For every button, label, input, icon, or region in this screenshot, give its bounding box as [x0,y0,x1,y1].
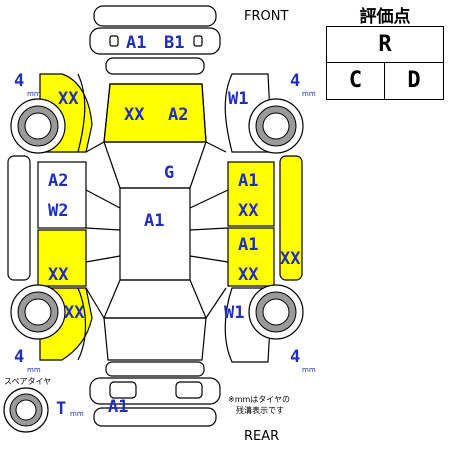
front-plate-outline-right [193,35,203,47]
front-right-wheel-icon [248,98,304,154]
left-side-outline [85,141,105,319]
roof-outline [119,187,191,281]
hood-right-code: A2 [168,105,188,125]
rear-bumper-outline [89,377,221,405]
front-door-right-code-2: XX [238,201,259,221]
front-fender-left-code: XX [58,89,79,109]
roof-mark-code: G [164,163,174,183]
front-door-left-outline [37,161,87,229]
rear-upper-outline [105,361,205,377]
grade-table: R C D [326,26,444,100]
rear-left-depth: 4 [14,347,24,367]
grade-exterior: D [407,68,421,93]
front-label: FRONT [244,9,288,24]
hood-left-code: XX [124,105,145,125]
side-sill-right-code: XX [280,249,301,269]
tire-depth-labels: 4 mm 4 mm 4 mm 4 mm スペアタイヤ T mm ※mmはタイヤの… [4,71,316,419]
front-right-depth: 4 [290,71,300,91]
rear-right-depth: 4 [290,347,300,367]
front-door-left-code-2: W2 [48,201,68,221]
rear-bumper-code: A1 [108,397,128,417]
rear-door-right-highlight [227,227,275,287]
rear-fender-right-code: W1 [224,303,244,323]
spare-tire-icon [3,387,49,433]
windshield-outline [103,141,207,189]
rear-door-left-highlight [37,229,87,287]
front-left-wheel-icon [10,98,66,154]
rear-window-outline [103,279,207,319]
rear-left-unit: mm [27,366,41,374]
front-left-depth: 4 [14,71,24,91]
rear-lamp-left-outline [109,381,137,399]
tire-note-line-2: 残溝表示です [236,405,284,415]
car-outline [7,5,273,427]
front-fender-right-code: W1 [228,89,248,109]
rear-door-right-code-1: A1 [238,235,258,255]
rear-fender-right-outline [224,287,273,363]
front-door-left-code-1: A2 [48,171,68,191]
rear-fender-left-inner [77,287,87,361]
rear-fender-left-code: XX [64,303,85,323]
hood-outline [103,83,207,143]
damage-codes: A1 B1 XX XX A2 W1 A2 W2 G A1 A1 XX A1 XX… [48,33,301,417]
side-sill-right-highlight [279,155,303,281]
rear-lower-outline [93,407,217,427]
tire-note-line-1: ※mmはタイヤの [228,395,290,404]
trunk-outline [103,317,207,361]
front-fender-right-outline [224,73,273,153]
front-grille-outline [89,27,221,55]
right-side-outline [205,141,227,319]
spare-tire-label: スペアタイヤ [4,377,51,386]
side-sill-left-outline [7,155,31,281]
front-bumper-right-code: B1 [164,33,184,53]
rear-lamp-right-outline [175,381,203,399]
hood-highlight [103,83,207,143]
front-lower-outline [105,57,205,75]
grade-overall: R [327,27,443,63]
front-bumper-outline [93,5,217,27]
right-pillar-lines [189,189,229,263]
grade-interior: C [327,63,385,99]
front-right-unit: mm [302,90,316,98]
rear-right-wheel-icon [248,284,304,340]
wheels [3,98,304,433]
front-door-right-highlight [227,161,275,227]
front-plate-outline [109,35,119,47]
rear-right-unit: mm [302,366,316,374]
left-pillar-lines [85,189,121,263]
front-fender-left-outline [77,73,86,153]
rear-label: REAR [244,429,279,444]
rear-door-left-code: XX [48,265,69,285]
rear-door-right-code-2: XX [238,265,259,285]
grade-title: 評価点 [359,7,411,27]
spare-tire-unit: mm [70,410,84,418]
front-bumper-left-code: A1 [126,33,146,53]
roof-code: A1 [144,211,164,231]
front-door-right-code-1: A1 [238,171,258,191]
front-left-unit: mm [27,90,41,98]
spare-tire-depth: T [56,399,66,419]
rear-left-wheel-icon [10,284,66,340]
